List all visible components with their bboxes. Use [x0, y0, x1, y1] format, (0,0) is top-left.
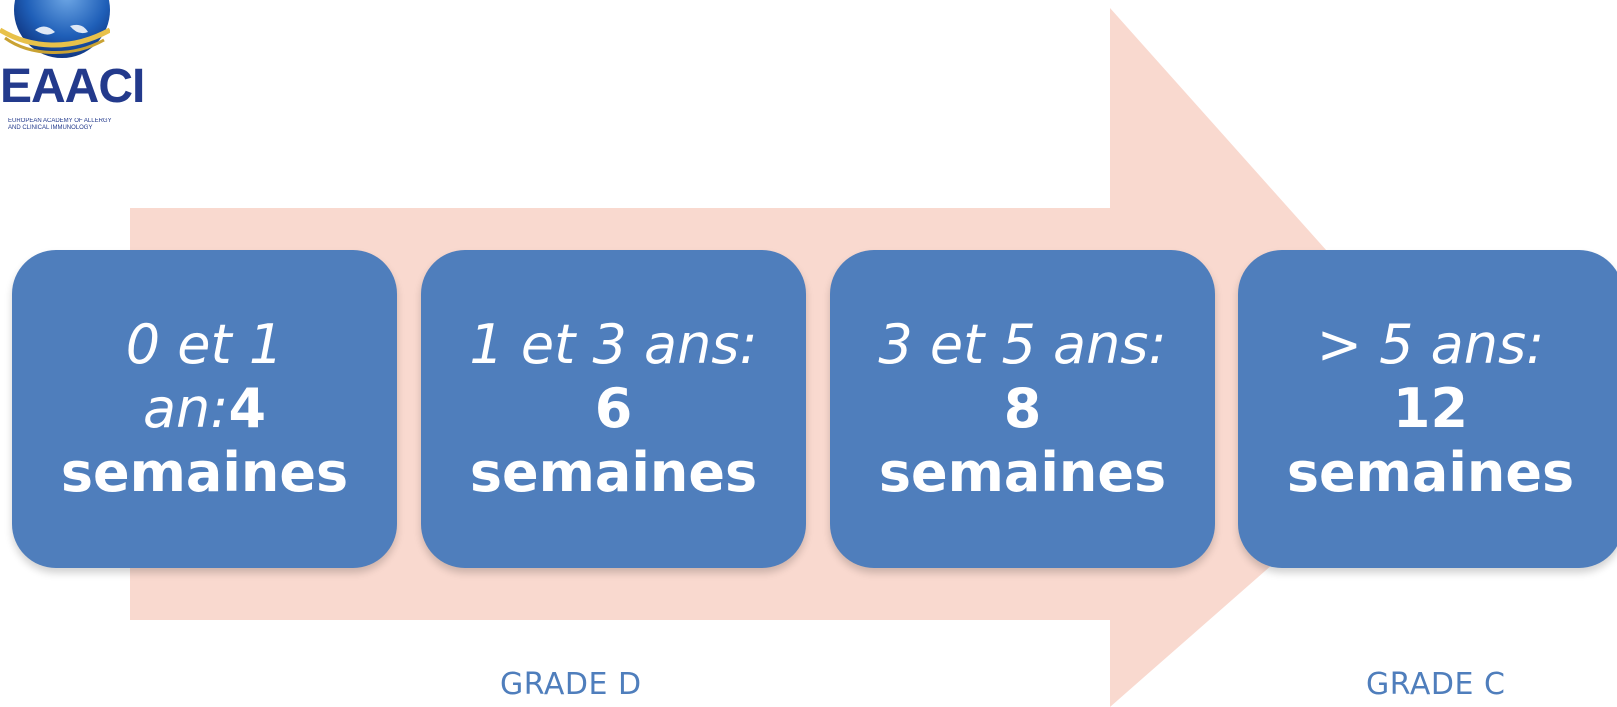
age-box-line-2: an:4 [143, 377, 266, 441]
age-box-over-5: > 5 ans: 12 semaines [1238, 250, 1617, 568]
age-box-0-1: 0 et 1 an:4 semaines [12, 250, 397, 568]
logo-subtitle-line-1: EUROPEAN ACADEMY OF ALLERGY [8, 118, 112, 124]
age-range: 0 et 1 [125, 313, 284, 376]
weeks-unit: semaines [1286, 441, 1575, 504]
age-range: > 5 ans: [1316, 313, 1545, 376]
logo-wordmark: EAACI [0, 60, 145, 113]
weeks-unit: semaines [60, 441, 349, 504]
weeks-unit: semaines [469, 441, 758, 504]
grade-c-label: GRADE C [1366, 667, 1506, 702]
weeks-value: 4 [228, 377, 267, 440]
weeks-value: 6 [594, 377, 633, 440]
age-box-3-5: 3 et 5 ans: 8 semaines [830, 250, 1215, 568]
weeks-unit: semaines [878, 441, 1167, 504]
grade-d-label: GRADE D [500, 667, 642, 702]
age-range: 1 et 3 ans: [469, 313, 758, 376]
weeks-value: 12 [1392, 377, 1469, 440]
age-range-cont: an: [142, 377, 229, 440]
age-box-line-1: 0 et 1 [126, 313, 283, 377]
eaaci-logo: EAACI EUROPEAN ACADEMY OF ALLERGY AND CL… [0, 0, 160, 150]
weeks-value: 8 [1003, 377, 1042, 440]
age-range: 3 et 5 ans: [878, 313, 1167, 376]
logo-subtitle: EUROPEAN ACADEMY OF ALLERGY AND CLINICAL… [8, 118, 153, 132]
logo-subtitle-line-2: AND CLINICAL IMMUNOLOGY [8, 125, 93, 131]
age-box-1-3: 1 et 3 ans: 6 semaines [421, 250, 806, 568]
globe-icon [0, 0, 110, 58]
